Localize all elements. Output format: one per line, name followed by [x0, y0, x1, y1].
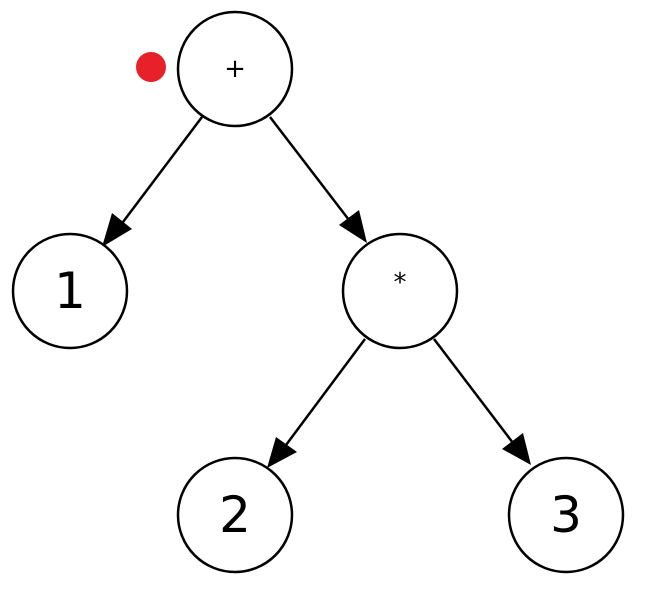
node-two: 2 — [176, 456, 294, 574]
edge-times-to-three — [433, 338, 514, 444]
node-three-label: 3 — [550, 486, 582, 544]
node-three: 3 — [507, 456, 625, 574]
node-plus-label: + — [224, 54, 246, 84]
current-node-marker — [136, 52, 166, 82]
edge-plus-to-times — [269, 116, 350, 221]
node-times-label: * — [394, 268, 407, 298]
node-three-circle — [507, 456, 625, 574]
node-times-circle — [341, 232, 459, 350]
arrowhead-three — [502, 433, 531, 465]
arrowhead-two — [267, 437, 297, 468]
arrowhead-times — [339, 210, 367, 243]
node-two-circle — [176, 456, 294, 574]
node-times: * — [341, 232, 459, 350]
edge-times-to-two — [284, 338, 367, 446]
arrowhead-one — [102, 213, 132, 247]
node-two-label: 2 — [219, 486, 251, 544]
node-one-label: 1 — [54, 262, 86, 320]
node-plus: + — [176, 10, 294, 128]
node-one: 1 — [11, 232, 129, 350]
edge-plus-to-one — [122, 116, 203, 223]
edges — [102, 116, 531, 468]
node-plus-circle — [176, 10, 294, 128]
node-one-circle — [11, 232, 129, 350]
